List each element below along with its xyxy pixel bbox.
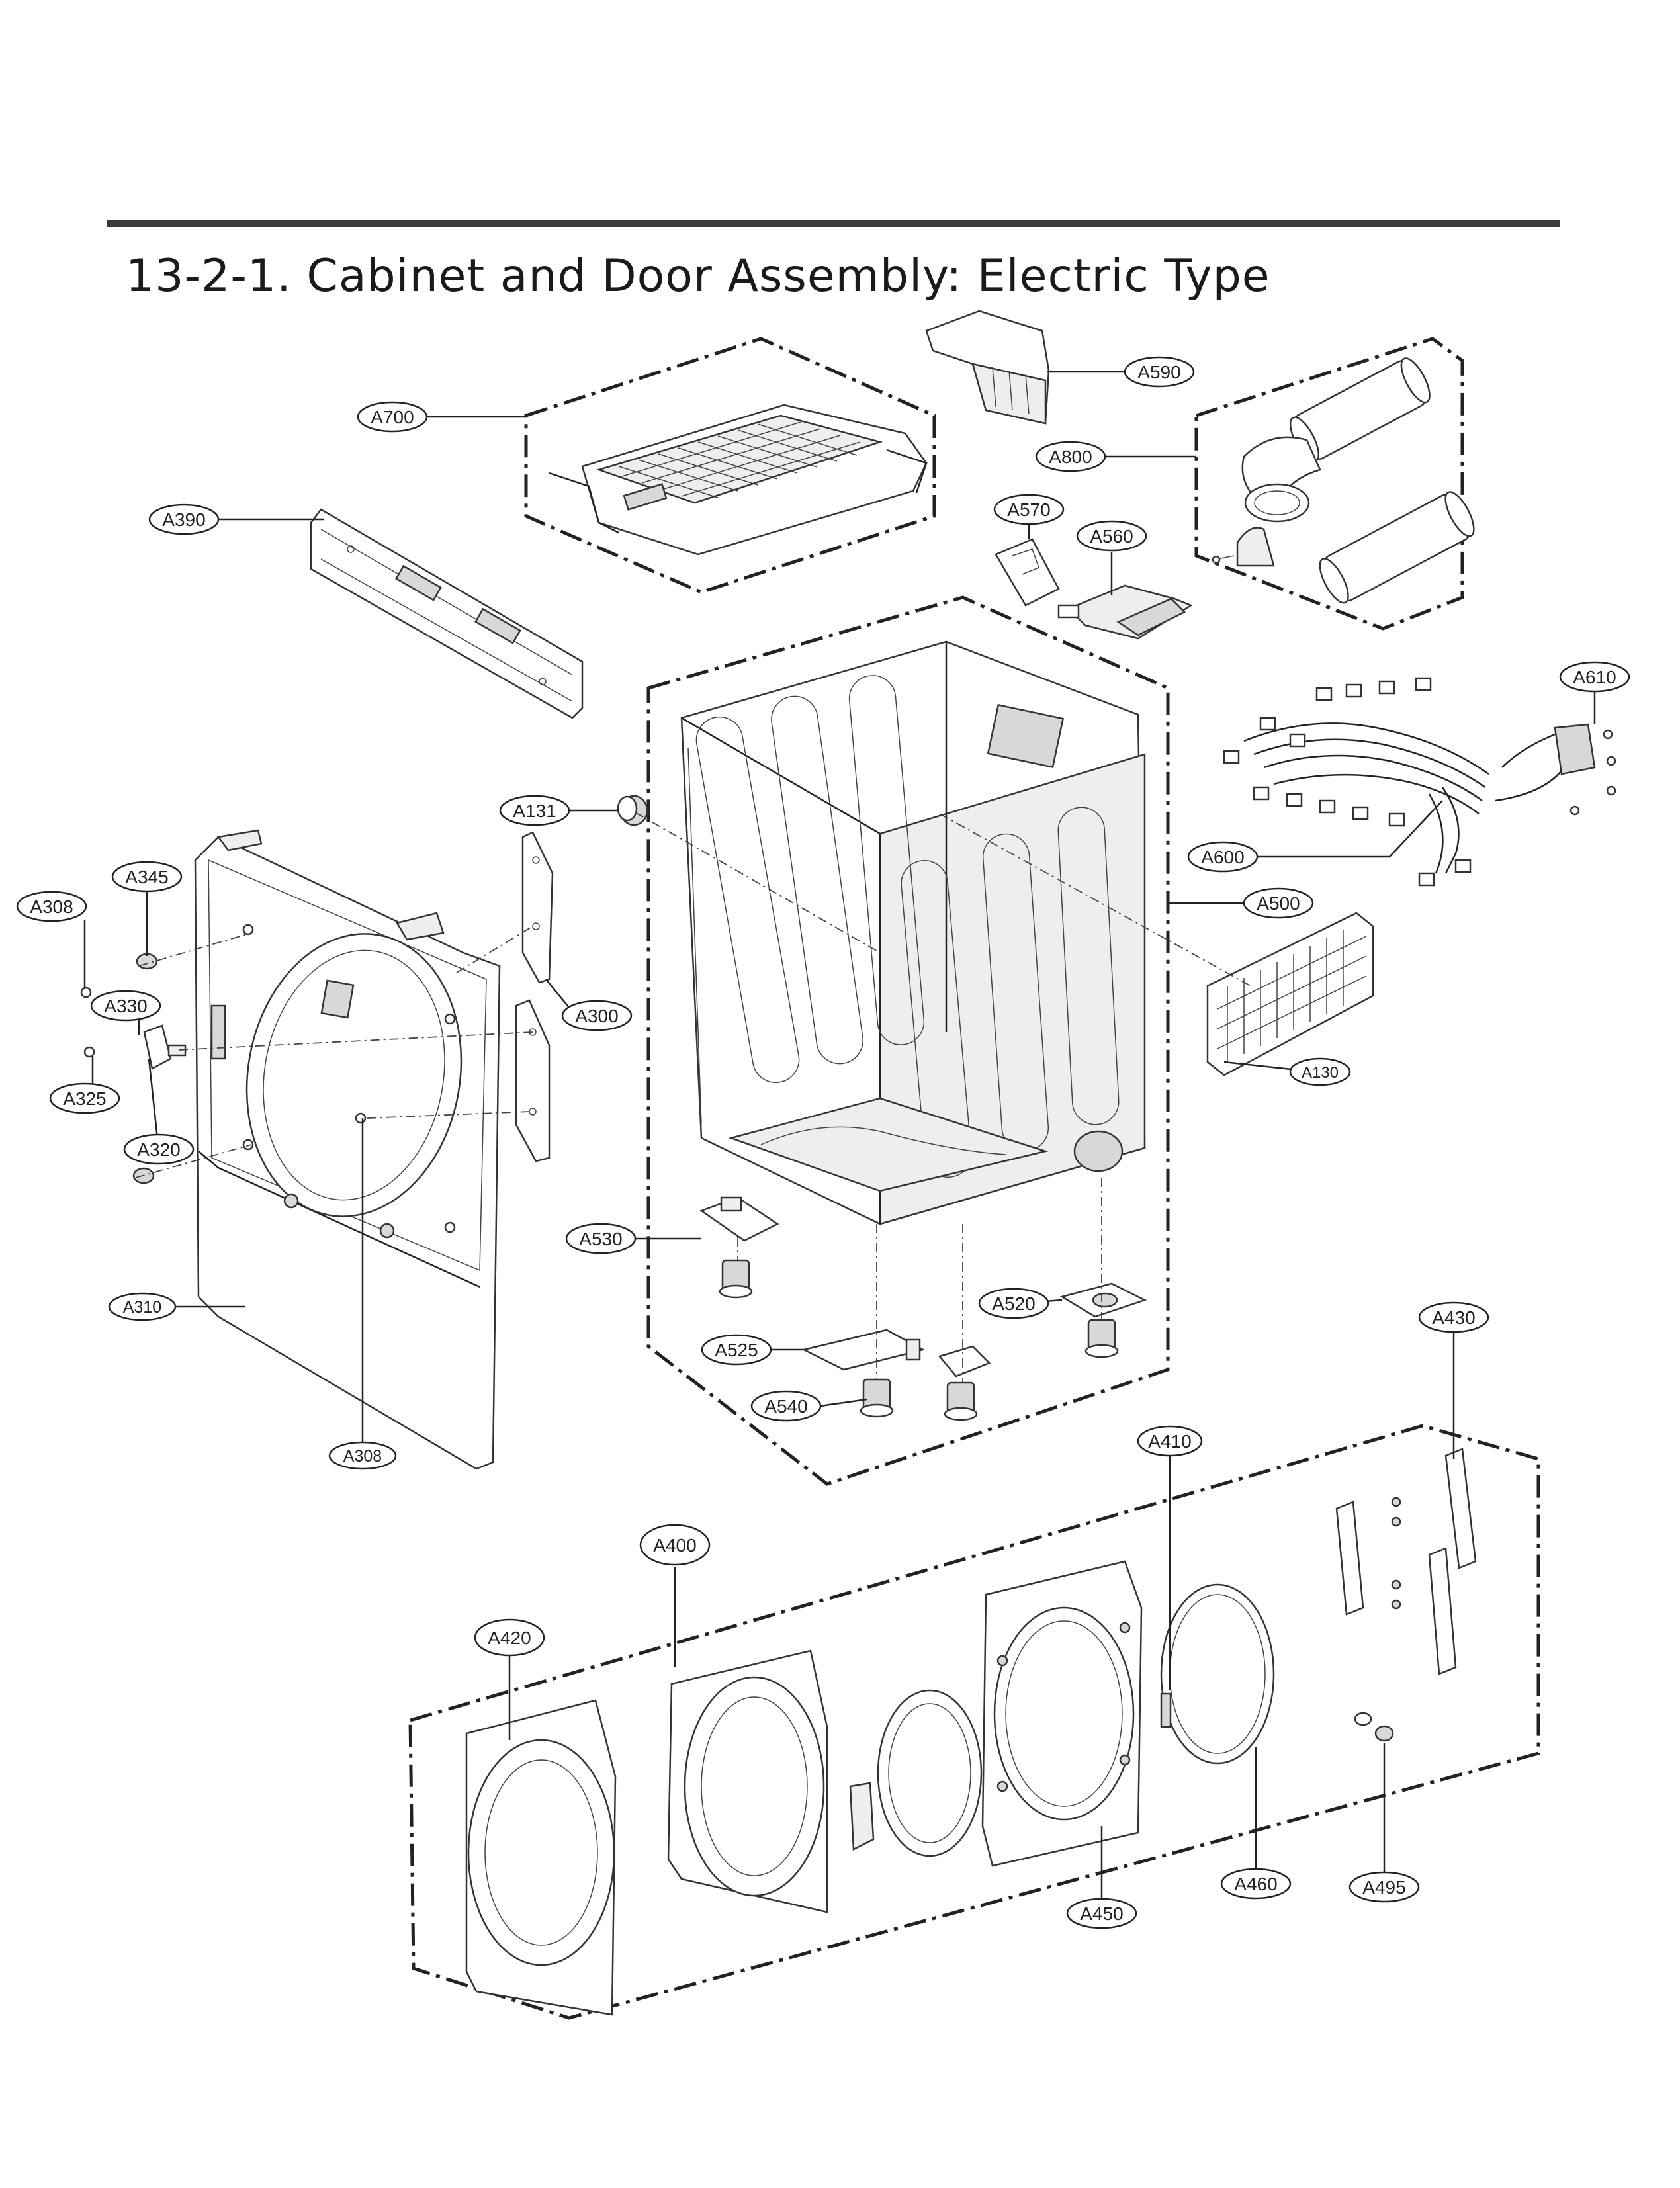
callout-a400: A400	[639, 1524, 711, 1566]
callout-label: A700	[371, 407, 414, 427]
door-latch-part	[143, 1024, 187, 1070]
door-glass-ring-part	[877, 1689, 983, 1857]
callout-a530: A530	[565, 1223, 637, 1254]
cabinet-part	[680, 640, 1146, 1225]
callout-label: A600	[1201, 847, 1244, 867]
callout-a300: A300	[561, 1000, 633, 1031]
callout-a310: A310	[108, 1292, 177, 1321]
callout-a700: A700	[357, 401, 428, 433]
exhaust-duct-part	[1212, 357, 1475, 604]
cover-plate-part	[995, 538, 1060, 607]
rear-panel-part	[310, 508, 584, 719]
callout-label: A130	[1302, 1064, 1339, 1082]
callout-label: A320	[137, 1139, 180, 1160]
door-switch-part	[1160, 1692, 1172, 1728]
hinge-part	[1335, 1448, 1477, 1675]
callout-a590: A590	[1124, 356, 1195, 388]
callout-label: A390	[162, 509, 205, 530]
front-panel-part	[194, 829, 501, 1470]
screw-part	[80, 986, 367, 1124]
callout-a131: A131	[499, 795, 570, 826]
leg-bracket-part	[699, 1196, 779, 1242]
door-inner-plate-part	[981, 1560, 1143, 1867]
callout-a525: A525	[701, 1334, 772, 1366]
callout-label: A330	[104, 996, 147, 1016]
callout-a320: A320	[123, 1133, 195, 1165]
door-frame-part	[667, 1649, 828, 1913]
callout-label: A570	[1007, 500, 1050, 520]
callout-label: A520	[992, 1293, 1035, 1314]
callout-a390: A390	[148, 503, 220, 535]
callout-label: A345	[125, 867, 168, 887]
header-rule	[107, 220, 1560, 227]
rear-foot-bracket-part	[938, 1282, 1147, 1378]
callout-a500: A500	[1243, 887, 1314, 919]
callout-label: A500	[1257, 893, 1300, 914]
side-bracket-part	[515, 831, 554, 1162]
callout-label: A530	[579, 1229, 622, 1249]
callout-label: A495	[1362, 1877, 1405, 1898]
sensor-bracket-part	[1057, 584, 1193, 640]
callout-a345: A345	[111, 861, 183, 893]
cabinet-group-boundary	[646, 595, 1170, 1486]
callout-a325: A325	[49, 1082, 120, 1114]
callout-label: A610	[1573, 667, 1616, 687]
wiring-harness-part	[1223, 677, 1616, 887]
callout-label: A540	[764, 1396, 807, 1417]
page-title: 13-2-1. Cabinet and Door Assembly: Elect…	[126, 250, 1270, 302]
callout-a495: A495	[1348, 1871, 1420, 1903]
assembly-guide-lines	[135, 812, 1251, 1383]
top-cover-part	[549, 404, 928, 556]
callout-a540: A540	[750, 1390, 822, 1422]
callout-label: A450	[1080, 1904, 1123, 1924]
callout-label: A400	[653, 1535, 696, 1555]
callout-a430: A430	[1418, 1301, 1489, 1333]
callout-a130: A130	[1289, 1057, 1351, 1086]
callout-label: A590	[1137, 362, 1180, 382]
callout-label: A131	[513, 801, 556, 821]
door-group-boundary	[408, 1424, 1540, 2020]
front-bracket-part	[801, 1329, 926, 1371]
leader-lines	[83, 371, 1596, 1899]
callout-a308-top: A308	[16, 891, 87, 922]
callout-a420: A420	[474, 1618, 545, 1657]
grommet-part	[617, 795, 648, 826]
callout-label: A525	[715, 1340, 758, 1360]
callout-a410: A410	[1137, 1425, 1203, 1457]
callout-a450: A450	[1066, 1898, 1137, 1929]
callout-a570: A570	[993, 494, 1065, 525]
callout-label: A310	[123, 1298, 161, 1317]
callout-label: A420	[488, 1628, 531, 1648]
callout-a308-bottom: A308	[328, 1441, 397, 1470]
leveling-foot-part	[719, 1259, 1119, 1421]
lint-grille-part	[1206, 912, 1374, 1076]
callout-a600: A600	[1187, 841, 1259, 873]
rear-bracket-part	[925, 310, 1050, 425]
callout-a800: A800	[1035, 441, 1106, 472]
callout-label: A430	[1432, 1307, 1475, 1328]
callout-label: A325	[63, 1088, 106, 1109]
door-outer-cover-part	[465, 1699, 617, 2016]
top-cover-group-boundary	[524, 337, 936, 594]
callout-label: A800	[1049, 447, 1092, 467]
callout-label: A410	[1148, 1431, 1191, 1452]
hinge-cover-part	[849, 1782, 875, 1851]
callout-label: A560	[1090, 526, 1133, 547]
callout-label: A460	[1234, 1874, 1277, 1894]
duct-group-boundary	[1194, 337, 1464, 631]
door-gasket-part	[1160, 1583, 1275, 1765]
callout-a460: A460	[1220, 1868, 1292, 1900]
callout-label: A300	[575, 1006, 618, 1026]
callout-a520: A520	[978, 1288, 1049, 1319]
callout-a330: A330	[90, 990, 161, 1022]
callout-label: A308	[30, 897, 73, 917]
callout-a610: A610	[1559, 661, 1630, 693]
callout-a560: A560	[1076, 520, 1147, 552]
door-bolt-part	[1354, 1712, 1394, 1742]
callout-label: A308	[343, 1447, 382, 1466]
